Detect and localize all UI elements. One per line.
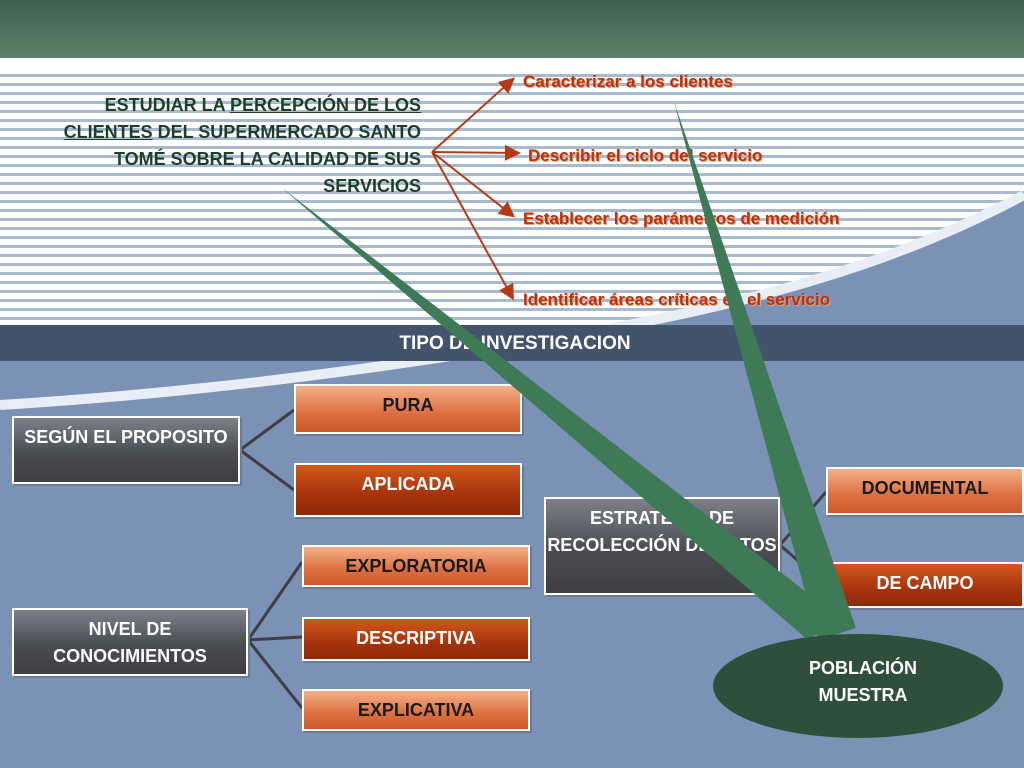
objective-text-underlined: PERCEPCIÓN DE LOS CLIENTES (63, 95, 421, 142)
spike-left (282, 188, 840, 640)
option-aplicada: APLICADA (294, 463, 522, 517)
top-divider (0, 58, 1024, 68)
general-objective: ESTUDIAR LA PERCEPCIÓN DE LOS CLIENTES D… (40, 92, 421, 200)
goal-identify: Identificar áreas críticas en el servici… (523, 290, 831, 309)
spike-right (674, 102, 856, 640)
option-de-campo: DE CAMPO (826, 562, 1024, 608)
poblacion-ellipse (713, 634, 1003, 738)
objective-text-1: ESTUDIAR LA (104, 95, 230, 115)
option-pura: PURA (294, 384, 522, 434)
swoosh-highlight (0, 190, 1024, 410)
goal-arrows (431, 77, 521, 301)
goal-establish: Establecer los parámetros de medición (523, 209, 840, 228)
top-bar (0, 0, 1024, 58)
option-explicativa: EXPLICATIVA (302, 689, 530, 731)
poblacion-muestra-label: POBLACIÓN MUESTRA (809, 658, 917, 705)
option-descriptiva: DESCRIPTIVA (302, 617, 530, 661)
option-exploratoria: EXPLORATORIA (302, 545, 530, 587)
investigation-band (0, 325, 1024, 361)
nivel-conocimientos-box: NIVEL DE CONOCIMIENTOS (12, 608, 248, 676)
segun-proposito-box: SEGÚN EL PROPOSITO (12, 416, 240, 484)
option-documental: DOCUMENTAL (826, 467, 1024, 515)
goal-characterize: Caracterizar a los clientes (523, 72, 733, 91)
goal-describe: Describir el ciclo del servicio (528, 146, 763, 165)
objective-text-2: DEL SUPERMERCADO SANTO TOMÉ SOBRE LA CAL… (113, 122, 421, 196)
